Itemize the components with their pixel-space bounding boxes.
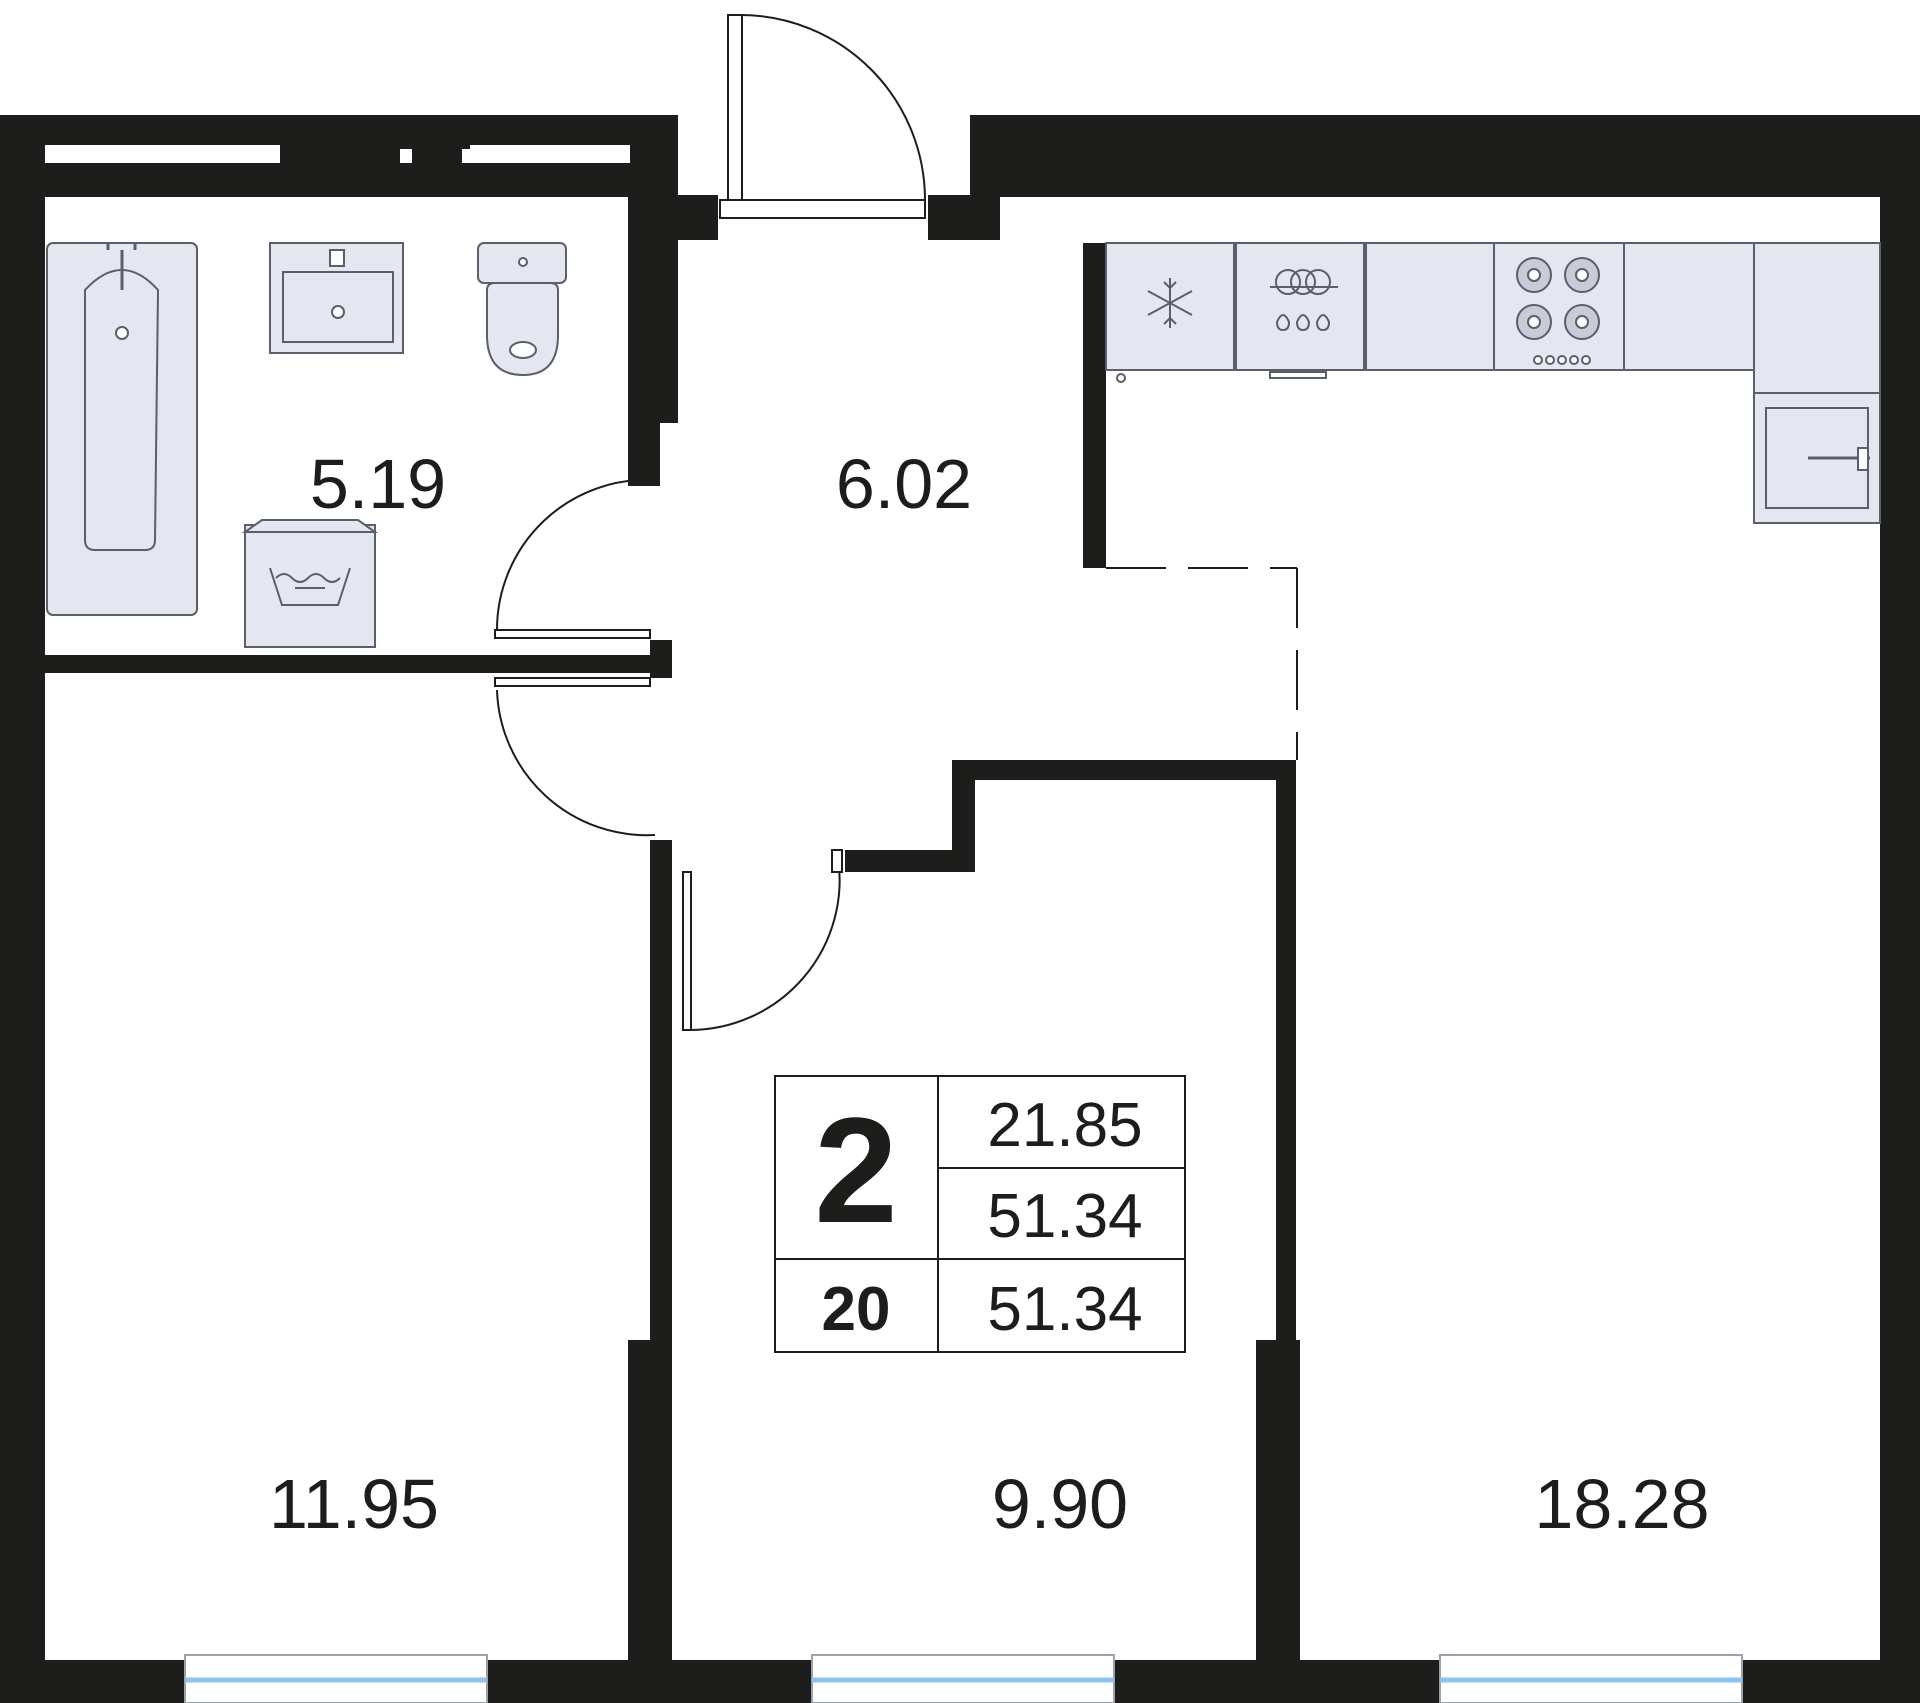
total-area-with-balcony-value: 51.34 [987,1275,1142,1344]
bedroom-middle-area-label: 9.90 [992,1465,1128,1543]
dishwasher-icon [1269,269,1338,379]
window-left [184,1654,488,1703]
living-area-value: 21.85 [987,1091,1142,1160]
fridge-icon [1116,278,1193,383]
kitchen-opening [1106,567,1298,760]
bedroom-left-door [494,677,656,837]
toilet-icon [477,242,567,377]
floor-number: 20 [822,1275,891,1344]
bathroom-door [494,478,672,678]
bedroom-left-area-label: 11.95 [269,1465,439,1543]
washing-machine-icon [241,519,379,648]
stove-icon [1516,257,1600,365]
kitchen-sink-icon [1765,407,1870,509]
window-middle [811,1654,1115,1703]
kitchen-counter [1105,242,1881,524]
sink-icon [269,242,404,354]
window-right [1439,1654,1743,1703]
kitchen-living-area-label: 18.28 [1534,1465,1709,1543]
hall-area-label: 6.02 [836,445,972,523]
bedroom-middle-door [682,849,843,1031]
bathtub-icon [46,242,198,616]
rooms-count: 2 [814,1086,897,1254]
summary-table: 2 20 21.85 51.34 51.34 [774,1075,1186,1353]
entrance-door [678,14,970,240]
bathroom-area-label: 5.19 [310,445,446,523]
total-area-value: 51.34 [987,1182,1142,1251]
